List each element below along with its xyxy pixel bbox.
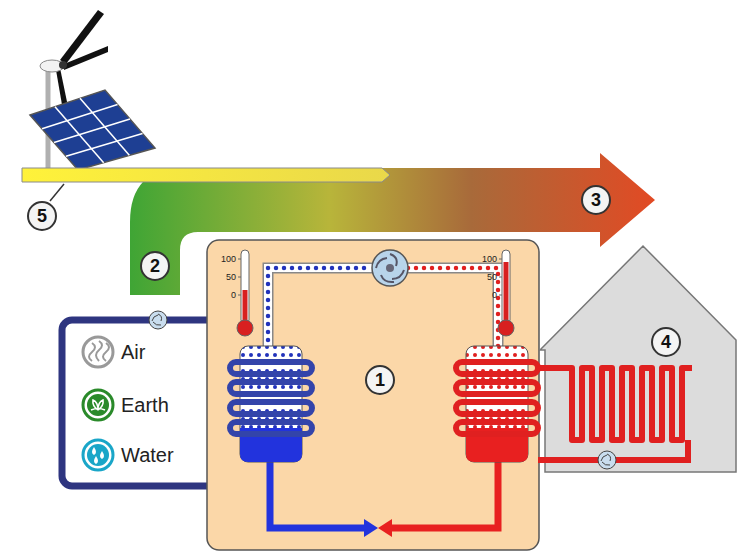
condenser bbox=[456, 346, 538, 462]
scale-number: 50 bbox=[487, 273, 497, 282]
callout-number: 1 bbox=[365, 365, 395, 395]
callout-number: 2 bbox=[140, 251, 170, 281]
radiator bbox=[538, 368, 692, 469]
scale-number: 0 bbox=[492, 291, 497, 300]
panel-grid-line bbox=[54, 119, 130, 143]
solar-panel bbox=[30, 90, 155, 170]
callout-number: 3 bbox=[581, 185, 611, 215]
callout-number: 4 bbox=[651, 327, 681, 357]
leader-line bbox=[50, 184, 64, 201]
callout-number: 5 bbox=[27, 201, 57, 231]
electric-input-bar bbox=[22, 168, 390, 182]
panel-grid-line bbox=[42, 105, 118, 129]
source-label: Air bbox=[121, 342, 145, 362]
heat-pump-housing bbox=[207, 240, 539, 550]
thermometer bbox=[237, 250, 253, 336]
evaporator bbox=[230, 346, 312, 462]
source-label: Earth bbox=[121, 395, 169, 415]
source-label: Water bbox=[121, 445, 174, 465]
scale-number: 0 bbox=[231, 291, 236, 300]
scale-number: 50 bbox=[226, 273, 236, 282]
compressor bbox=[372, 250, 408, 286]
scale-number: 100 bbox=[221, 255, 236, 264]
scale-number: 100 bbox=[482, 255, 497, 264]
panel-grid-line bbox=[66, 134, 143, 157]
thermometer bbox=[498, 250, 514, 336]
